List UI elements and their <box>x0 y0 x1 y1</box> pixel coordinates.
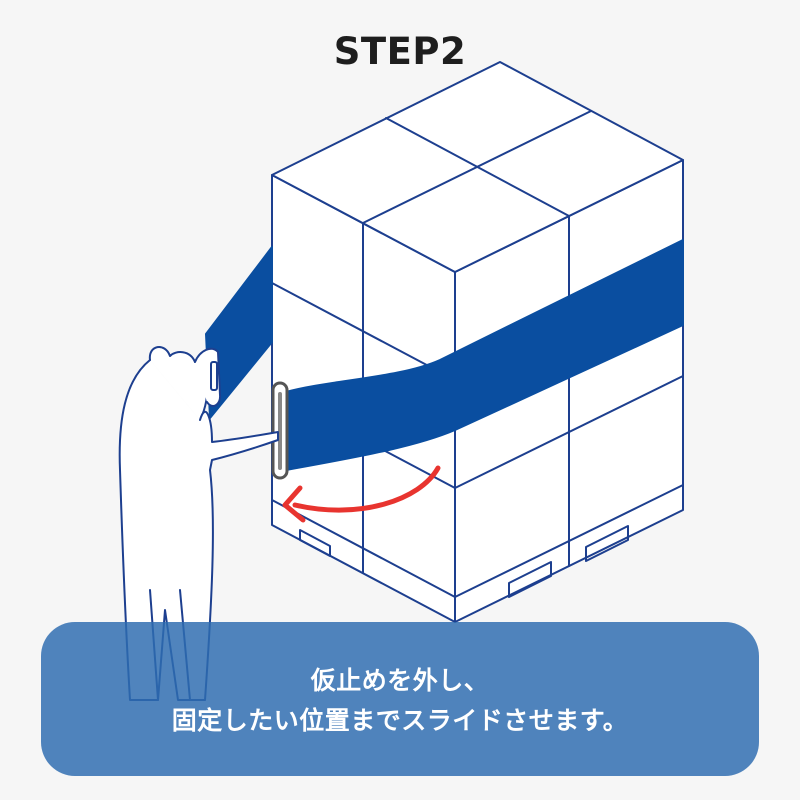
caption-line-1: 仮止めを外し、 <box>310 666 490 695</box>
caption-line-2: 固定したい位置までスライドさせます。 <box>171 706 629 735</box>
belt-strap <box>205 239 684 471</box>
buckle-icon <box>271 381 289 480</box>
caption-box: 仮止めを外し、 固定したい位置までスライドさせます。 <box>41 622 759 776</box>
step-title: STEP2 <box>333 30 467 73</box>
curved-arrow-left-icon <box>282 465 441 523</box>
